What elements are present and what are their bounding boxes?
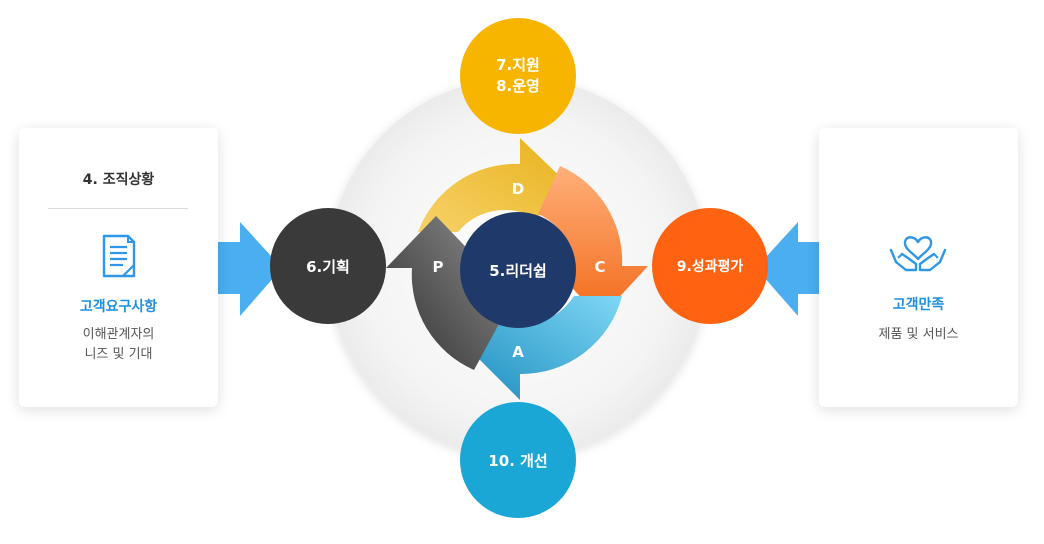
circle-performance-evaluation: 9.성과평가 (652, 208, 768, 324)
hands-heart-icon (889, 236, 947, 272)
operation-label: 8.운영 (496, 77, 540, 95)
circle-planning: 6.기획 (270, 208, 386, 324)
organization-context-title: 4. 조직상황 (82, 172, 155, 188)
circle-leadership: 5.리더쉽 (460, 212, 576, 328)
leadership-label: 5.리더쉽 (489, 261, 547, 280)
performance-label: 9.성과평가 (676, 259, 744, 275)
circle-support-operation: 7.지원 8.운영 (460, 18, 576, 134)
left-input-arrow (218, 222, 282, 316)
customer-requirements-label: 고객요구사항 (79, 299, 158, 315)
pdca-label-p: P (432, 258, 444, 276)
stakeholder-needs-text: 이해관계자의 니즈 및 기대 (19, 325, 218, 365)
desc-line-2: 니즈 및 기대 (84, 347, 153, 362)
circle-improvement: 10. 개선 (460, 402, 576, 518)
planning-label: 6.기획 (306, 257, 350, 276)
right-output-arrow (756, 222, 819, 316)
improvement-label: 10. 개선 (488, 451, 548, 470)
support-label: 7.지원 (496, 56, 540, 74)
pdca-label-d: D (511, 180, 525, 198)
pdca-label-c: C (594, 258, 606, 276)
pdca-arrow-d (418, 138, 572, 232)
customer-satisfaction-card: 고객만족 제품 및 서비스 (819, 128, 1018, 407)
document-icon (102, 234, 136, 278)
desc-line-1: 이해관계자의 (82, 327, 155, 342)
pdca-label-a: A (512, 343, 524, 361)
products-services-text: 제품 및 서비스 (878, 327, 959, 342)
organization-context-card: 4. 조직상황 고객요구사항 이해관계자의 니즈 및 기대 (19, 128, 218, 407)
customer-satisfaction-label: 고객만족 (892, 297, 945, 313)
card-divider (48, 208, 188, 209)
